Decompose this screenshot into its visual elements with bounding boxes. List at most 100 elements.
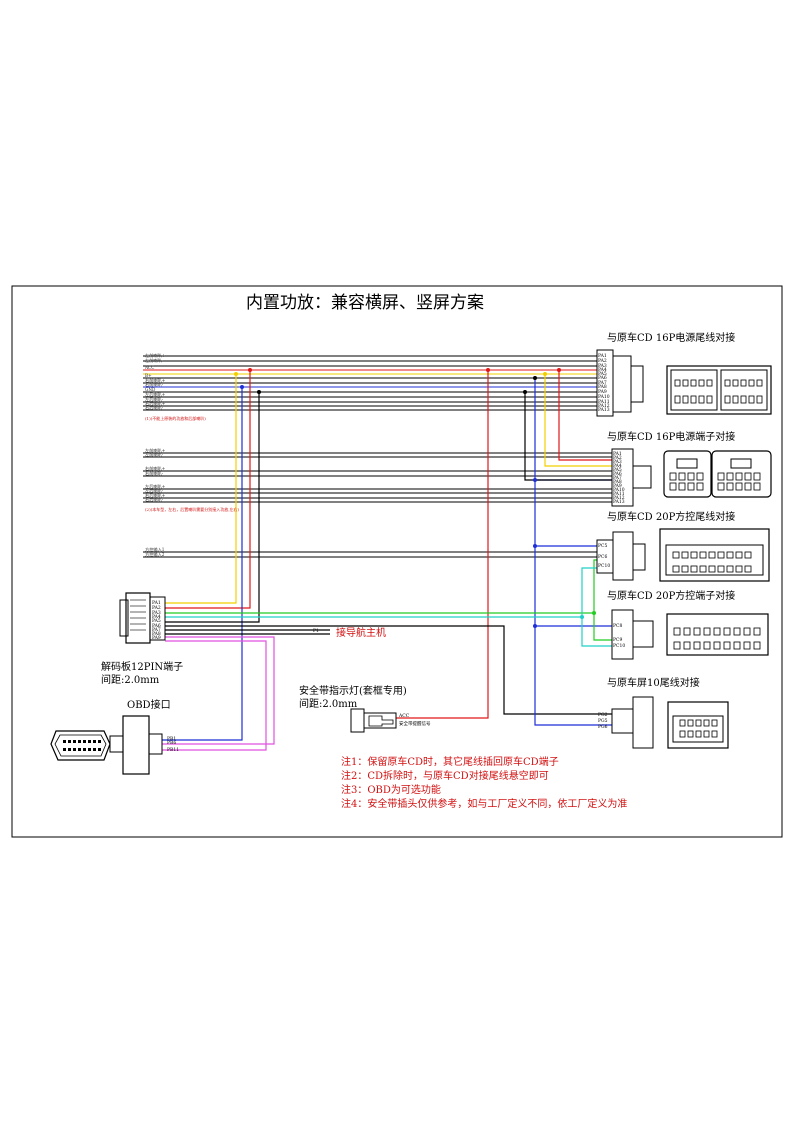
svg-text:右前喇叭+: 右前喇叭+: [145, 465, 166, 472]
wire-group-3: [143, 551, 597, 558]
note-1: 注1：保留原车CD时，其它尾线插回原车CD端子: [341, 755, 559, 768]
svg-text:PA3: PA3: [152, 610, 161, 616]
note-2: 注2：CD拆除时，与原车CD对接尾线悬空即可: [341, 769, 549, 782]
connector-16p-tail: 与原车CD 16P电源尾线对接 PA1 PA2 PA3 PA4 PA5 PA6 …: [596, 331, 772, 417]
svg-text:PA5: PA5: [152, 618, 161, 624]
svg-text:安全带提醒信号: 安全带提醒信号: [399, 720, 431, 727]
svg-text:PA11: PA11: [613, 491, 625, 497]
connector-16p-terminal-label: 与原车CD 16P电源端子对接: [607, 430, 735, 443]
svg-text:PA13: PA13: [613, 499, 625, 505]
svg-text:PA4: PA4: [152, 614, 161, 620]
svg-text:ACC: ACC: [398, 713, 410, 719]
svg-text:PA1: PA1: [613, 451, 622, 457]
svg-text:PA7: PA7: [598, 380, 607, 386]
svg-text:左后喇叭-: 左后喇叭-: [145, 396, 164, 403]
nav-connector: P1 接导航主机: [313, 626, 386, 639]
svg-text:PB11: PB11: [167, 747, 179, 753]
decoder-12pin-connector: PA1 PA2 PA3 PA4 PA5 PA6 PA7 PA8 PA9 解码板1…: [101, 592, 183, 686]
svg-text:PA3: PA3: [613, 459, 622, 465]
wire-group-2: [143, 452, 612, 503]
svg-text:ACC: ACC: [144, 365, 154, 370]
svg-text:PA8: PA8: [613, 479, 622, 485]
svg-text:PA2: PA2: [598, 358, 607, 364]
notes: 注1：保留原车CD时，其它尾线插回原车CD端子 注2：CD拆除时，与原车CD对接…: [341, 755, 627, 810]
connector-20p-tail: 与原车CD 20P方控尾线对接 PC5 PC6 PC10: [596, 510, 770, 582]
svg-text:左后喇叭+: 左后喇叭+: [145, 391, 166, 398]
wire-labels-group-3: 方控输入1 方控输入2: [145, 546, 165, 558]
svg-text:左后喇叭-: 左后喇叭-: [145, 487, 164, 494]
svg-text:PA7: PA7: [152, 627, 161, 633]
svg-text:PA6: PA6: [598, 375, 607, 381]
svg-text:左后喇叭+: 左后喇叭+: [145, 483, 166, 490]
svg-text:PA1: PA1: [598, 353, 607, 359]
svg-text:PA8: PA8: [152, 631, 161, 637]
connector-10p-screen-label: 与原车屏10尾线对接: [607, 676, 700, 689]
svg-text:PA2: PA2: [152, 605, 161, 611]
svg-text:PA8: PA8: [598, 384, 607, 390]
svg-text:PA10: PA10: [598, 394, 610, 400]
svg-text:PA5: PA5: [598, 371, 607, 377]
svg-text:PC10: PC10: [598, 563, 610, 569]
svg-text:PA10: PA10: [613, 487, 625, 493]
svg-text:PA3: PA3: [598, 363, 607, 369]
svg-text:方控输入1: 方控输入1: [145, 546, 165, 553]
connector-20p-tail-label: 与原车CD 20P方控尾线对接: [607, 510, 735, 523]
vertical-wires: [162, 370, 612, 751]
svg-text:右前喇叭-: 右前喇叭-: [145, 381, 164, 388]
connector-16p-terminal: 与原车CD 16P电源端子对接 PA1 PA2 PA3 PA4 PA5 PA6 …: [607, 430, 772, 507]
svg-text:PA11: PA11: [598, 399, 610, 405]
decoder-label: 解码板12PIN端子: [101, 660, 183, 673]
svg-text:PB1: PB1: [167, 736, 176, 742]
svg-text:PA9: PA9: [152, 635, 161, 641]
svg-text:PA4: PA4: [613, 463, 622, 469]
svg-text:左前喇叭-: 左前喇叭-: [145, 357, 164, 364]
connector-20p-terminal: 与原车CD 20P方控端子对接 PC8 PC9 PC10: [607, 589, 769, 660]
svg-text:PG2: PG2: [598, 712, 608, 718]
junction-dots: [234, 368, 596, 628]
svg-text:方控输入2: 方控输入2: [145, 551, 165, 558]
svg-text:右后喇叭-: 右后喇叭-: [145, 404, 164, 411]
seatbelt-connector: 安全带指示灯(套框专用) 间距:2.0mm ACC 安全带提醒信号: [299, 684, 431, 733]
svg-text:PA9: PA9: [613, 483, 622, 489]
svg-text:右前喇叭-: 右前喇叭-: [145, 470, 164, 477]
note-small-2: (2)(本车型，左右，后置喇叭需要分别接入功放,左右): [145, 506, 239, 512]
svg-text:右后喇叭-: 右后喇叭-: [145, 496, 164, 503]
wire-labels-group-1: 左前喇叭+ 左前喇叭- ACC B+ 右前喇叭+ 右前喇叭- GND 左后喇叭+…: [144, 352, 166, 411]
svg-text:左前喇叭+: 左前喇叭+: [145, 352, 166, 359]
diagram-frame: [11, 285, 783, 838]
svg-text:左前喇叭-: 左前喇叭-: [145, 451, 164, 458]
svg-text:PA9: PA9: [598, 389, 607, 395]
svg-text:右前喇叭+: 右前喇叭+: [145, 377, 166, 384]
svg-text:PC6: PC6: [598, 554, 607, 560]
svg-text:PA6: PA6: [613, 471, 622, 477]
svg-text:PB6: PB6: [167, 740, 176, 746]
svg-text:右后喇叭+: 右后喇叭+: [145, 492, 166, 499]
decoder-pitch: 间距:2.0mm: [101, 673, 160, 686]
svg-text:PA12: PA12: [598, 403, 610, 409]
seatbelt-pitch: 间距:2.0mm: [299, 697, 358, 710]
note-4: 注4：安全带插头仅供参考，如与工厂定义不同，依工厂定义为准: [341, 797, 627, 810]
obd-label: OBD接口: [127, 698, 171, 711]
note-small-1: (1)(不能上原装的功放和后部喇叭): [145, 415, 206, 421]
svg-text:GND: GND: [145, 387, 156, 392]
svg-text:B+: B+: [145, 373, 152, 378]
svg-text:PA13: PA13: [598, 407, 610, 413]
svg-text:PC5: PC5: [598, 543, 607, 549]
obd-connector: OBD接口 PB1 PB6 PB11: [50, 698, 179, 775]
svg-text:PA6: PA6: [152, 623, 161, 629]
wire-labels-group-2: 左前喇叭+ 左前喇叭- 右前喇叭+ 右前喇叭- 左后喇叭+ 左后喇叭- 右后喇叭…: [145, 447, 166, 503]
svg-text:PA5: PA5: [613, 467, 622, 473]
svg-text:PA12: PA12: [613, 495, 625, 501]
svg-text:左前喇叭+: 左前喇叭+: [145, 447, 166, 454]
svg-text:PG5: PG5: [598, 718, 608, 724]
connector-20p-terminal-label: 与原车CD 20P方控端子对接: [607, 589, 735, 602]
svg-text:PA2: PA2: [613, 455, 622, 461]
diagram-title: 内置功放：兼容横屏、竖屏方案: [246, 293, 484, 313]
svg-text:PA1: PA1: [152, 600, 161, 606]
svg-text:PA7: PA7: [613, 475, 622, 481]
nav-label: 接导航主机: [336, 626, 386, 639]
svg-text:PC9: PC9: [613, 637, 622, 643]
svg-text:P1: P1: [313, 628, 319, 634]
svg-text:右后喇叭+: 右后喇叭+: [145, 400, 166, 407]
connector-16p-tail-label: 与原车CD 16P电源尾线对接: [607, 331, 735, 344]
